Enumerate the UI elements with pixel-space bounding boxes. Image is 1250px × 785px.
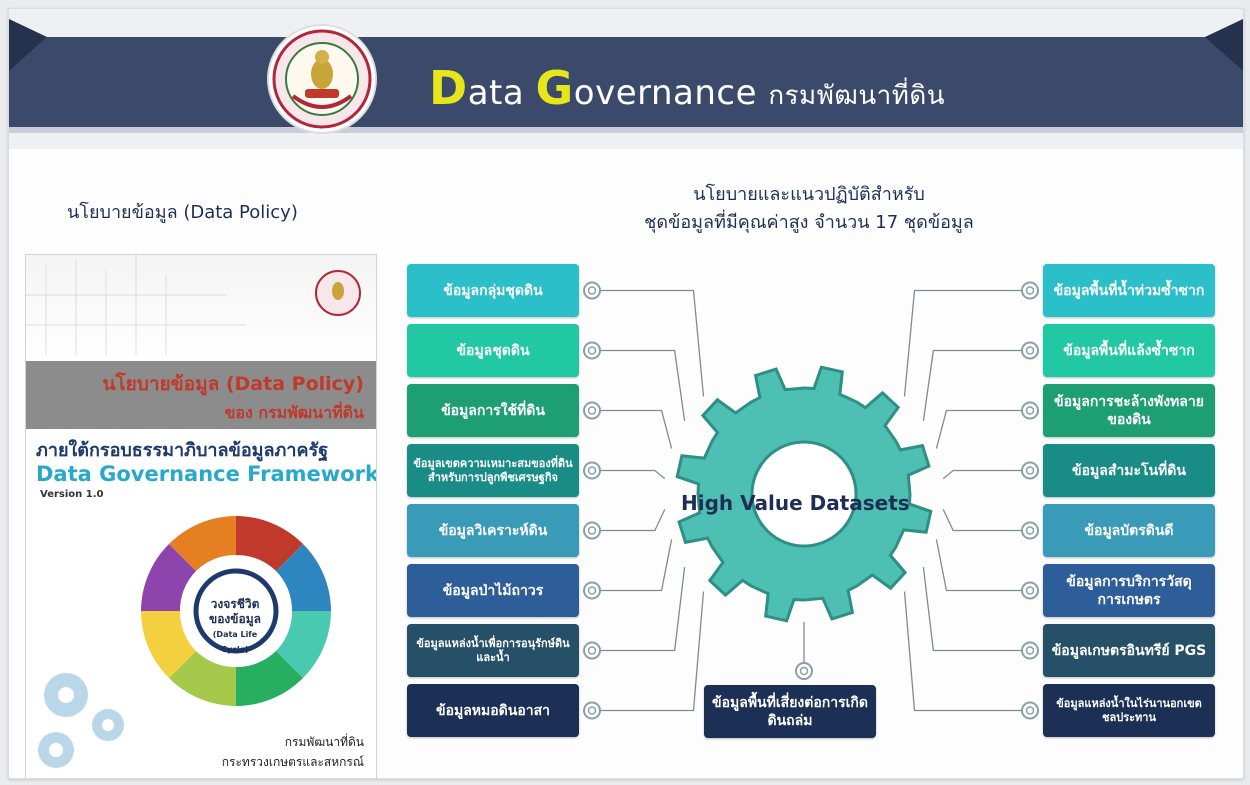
datasets-heading: นโยบายและแนวปฏิบัติสำหรับ ชุดข้อมูลที่มี… [569, 181, 1049, 237]
page-frame: Data Governance กรมพัฒนาที่ดิน นโยบายข้อ… [8, 8, 1244, 779]
right-connector-bullet [1021, 701, 1039, 720]
right-dataset-box: ข้อมูลบัตรดินดี [1043, 504, 1215, 557]
left-dataset-box: ข้อมูลกลุ่มชุดดิน [407, 264, 579, 317]
left-connector-line [600, 539, 673, 592]
left-connector-line [600, 509, 666, 532]
policy-heading: นโยบายข้อมูล (Data Policy) [67, 202, 298, 223]
right-connector-bullet [1021, 521, 1039, 540]
left-connector-bullet-inner [587, 466, 597, 475]
book-org-line1: กรมพัฒนาที่ดิน [284, 735, 364, 749]
right-dataset-box: ข้อมูลสำมะโนที่ดิน [1043, 444, 1215, 497]
left-connector-bullet [583, 341, 601, 360]
title-letter-g: G [535, 61, 574, 115]
right-connector-line [942, 509, 1022, 532]
right-connector-bullet-inner [1025, 466, 1035, 475]
right-connector-bullet-inner [1025, 286, 1035, 295]
book-subtitle: ภายใต้กรอบธรรมาภิบาลข้อมูลภาครัฐ [36, 440, 329, 461]
right-connector-bullet-inner [1025, 526, 1035, 535]
left-connector-bullet [583, 581, 601, 600]
left-connector-bullet [583, 401, 601, 420]
left-connector-line [600, 289, 705, 397]
left-connector-line [600, 469, 666, 480]
left-dataset-box: ข้อมูลหมอดินอาสา [407, 684, 579, 737]
book-title: นโยบายข้อมูล (Data Policy) [102, 373, 364, 395]
book-title-owner: ของ กรมพัฒนาที่ดิน [224, 403, 364, 422]
right-dataset-box: ข้อมูลการบริการวัสดุการเกษตร [1043, 564, 1215, 617]
bottom-dataset-box: ข้อมูลพื้นที่เสี่ยงต่อการเกิดดินถล่ม [704, 685, 876, 738]
left-connector-bullet [583, 701, 601, 720]
left-connector-line [600, 567, 686, 652]
book-framework-name: Data Governance Framework [36, 462, 377, 486]
life-cycle-label-1: วงจรชีวิต [210, 597, 260, 611]
right-connector-bullet-inner [1025, 706, 1035, 715]
life-cycle-label-2: ของข้อมูล [209, 612, 261, 626]
right-connector-bullet-inner [1025, 646, 1035, 655]
policy-book-cover: นโยบายข้อมูล (Data Policy) ของ กรมพัฒนาท… [25, 254, 377, 778]
right-connector-line [922, 349, 1022, 421]
left-connector-bullet-inner [587, 526, 597, 535]
right-connector-bullet [1021, 461, 1039, 480]
datasets-heading-line1: นโยบายและแนวปฏิบัติสำหรับ [693, 184, 925, 205]
right-connector-line [922, 567, 1022, 652]
bottom-connector-bullet-inner [799, 666, 809, 676]
right-connector-bullet [1021, 581, 1039, 600]
left-connector-bullet-inner [587, 646, 597, 655]
book-version: Version 1.0 [40, 489, 104, 500]
right-connector-line [903, 289, 1022, 397]
right-dataset-box: ข้อมูลแหล่งน้ำในไร่นานอกเขตชลประทาน [1043, 684, 1215, 737]
life-cycle-label-3: (Data Life Cycle) [212, 630, 258, 654]
left-connector-bullet-inner [587, 586, 597, 595]
right-dataset-box: ข้อมูลเกษตรอินทรีย์ PGS [1043, 624, 1215, 677]
right-connector-bullet-inner [1025, 346, 1035, 355]
gear-label: High Value Datasets [681, 491, 910, 515]
page-title: Data Governance กรมพัฒนาที่ดิน [429, 61, 945, 116]
right-connector-bullet-inner [1025, 586, 1035, 595]
datasets-heading-line2: ชุดข้อมูลที่มีคุณค่าสูง จำนวน 17 ชุดข้อม… [644, 212, 974, 233]
title-letter-d: D [429, 61, 468, 115]
left-connector-line [600, 591, 705, 712]
book-title-band [26, 361, 376, 429]
left-connector-bullet-inner [587, 406, 597, 415]
left-dataset-box: ข้อมูลการใช้ที่ดิน [407, 384, 579, 437]
left-connector-bullet [583, 281, 601, 300]
left-dataset-box: ข้อมูลเขตความเหมาะสมของที่ดินสำหรับการปล… [407, 444, 579, 497]
right-connector-bullet [1021, 281, 1039, 300]
left-connector-line [600, 409, 673, 449]
left-dataset-box: ข้อมูลวิเคราะห์ดิน [407, 504, 579, 557]
left-connector-bullet-inner [587, 706, 597, 715]
right-dataset-box: ข้อมูลพื้นที่แล้งซ้ำซาก [1043, 324, 1215, 377]
right-connector-bullet [1021, 341, 1039, 360]
right-connector-bullet [1021, 641, 1039, 660]
book-org-line2: กระทรวงเกษตรและสหกรณ์ [221, 755, 364, 769]
title-thai: กรมพัฒนาที่ดิน [768, 81, 945, 111]
left-connector-line [600, 349, 686, 421]
bottom-connector-bullet [795, 662, 813, 680]
life-cycle-label: วงจรชีวิต ของข้อมูล (Data Life Cycle) [200, 597, 270, 657]
left-dataset-box: ข้อมูลป่าไม้ถาวร [407, 564, 579, 617]
department-logo [267, 24, 377, 134]
title-word-ata: ata [467, 73, 536, 113]
left-dataset-box: ข้อมูลชุดดิน [407, 324, 579, 377]
title-word-overnance: overnance [573, 73, 758, 113]
right-connector-line [903, 591, 1022, 712]
right-dataset-box: ข้อมูลการชะล้างพังทลายของดิน [1043, 384, 1215, 437]
left-connector-bullet [583, 641, 601, 660]
left-dataset-box: ข้อมูลแหล่งน้ำเพื่อการอนุรักษ์ดินและน้ำ [407, 624, 579, 677]
right-connector-line [942, 469, 1022, 480]
left-connector-bullet [583, 521, 601, 540]
right-connector-line [935, 409, 1022, 449]
right-connector-bullet [1021, 401, 1039, 420]
left-connector-bullet-inner [587, 346, 597, 355]
right-connector-line [935, 539, 1022, 592]
left-connector-bullet [583, 461, 601, 480]
right-connector-bullet-inner [1025, 406, 1035, 415]
left-connector-bullet-inner [587, 286, 597, 295]
book-cover-art [26, 255, 376, 768]
right-dataset-box: ข้อมูลพื้นที่น้ำท่วมซ้ำซาก [1043, 264, 1215, 317]
